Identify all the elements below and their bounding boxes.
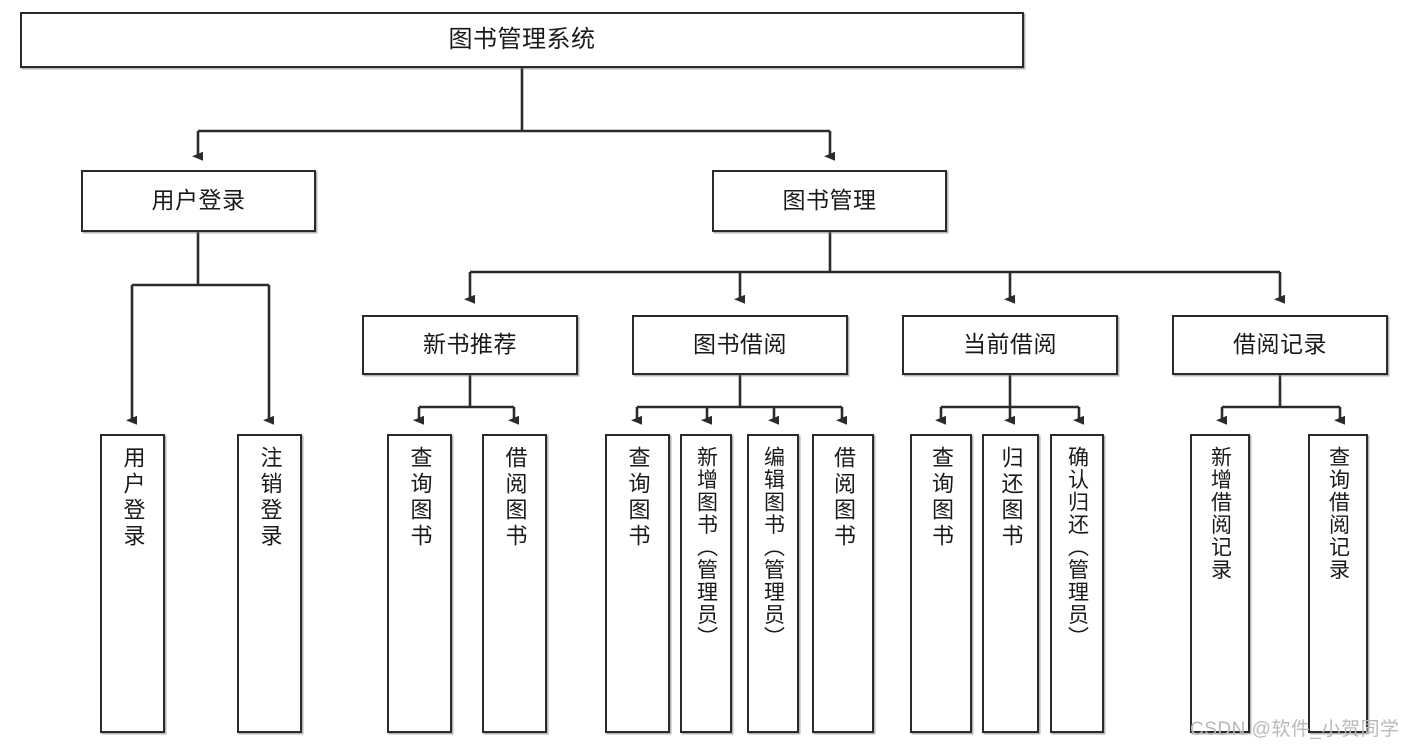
leaf-add-borrow-record[interactable]: 新增借阅记录	[1190, 434, 1250, 733]
node-label: 图书管理	[782, 187, 877, 214]
node-label: 图书借阅	[693, 331, 787, 358]
node-label: 用户登录	[120, 446, 146, 550]
node-book-management[interactable]: 图书管理	[712, 170, 947, 232]
node-label: 新书推荐	[423, 331, 517, 358]
leaf-logout[interactable]: 注销登录	[237, 434, 302, 733]
node-borrow-record[interactable]: 借阅记录	[1172, 315, 1388, 375]
node-label: 确认归还（管理员）	[1065, 446, 1089, 649]
node-label: 归还图书	[998, 446, 1024, 550]
leaf-user-login[interactable]: 用户登录	[100, 434, 165, 733]
node-label: 查询借阅记录	[1326, 446, 1350, 581]
node-label: 查询图书	[407, 446, 433, 550]
node-label: 借阅记录	[1233, 331, 1327, 358]
node-label: 编辑图书（管理员）	[761, 446, 785, 649]
node-new-book-recommend[interactable]: 新书推荐	[362, 315, 578, 375]
leaf-edit-book-admin[interactable]: 编辑图书（管理员）	[747, 434, 799, 733]
node-label: 注销登录	[257, 446, 283, 550]
node-root-system[interactable]: 图书管理系统	[20, 12, 1024, 68]
node-label: 借阅图书	[831, 446, 856, 550]
node-current-borrow[interactable]: 当前借阅	[902, 315, 1118, 375]
leaf-query-book-recommend[interactable]: 查询图书	[387, 434, 452, 733]
leaf-query-borrow-record[interactable]: 查询借阅记录	[1308, 434, 1368, 733]
node-user-login[interactable]: 用户登录	[81, 170, 316, 232]
leaf-query-book-borrow[interactable]: 查询图书	[605, 434, 670, 733]
node-label: 图书管理系统	[448, 25, 596, 53]
node-label: 借阅图书	[502, 446, 528, 550]
leaf-query-book-current[interactable]: 查询图书	[910, 434, 972, 733]
node-label: 用户登录	[151, 187, 246, 214]
node-book-borrow[interactable]: 图书借阅	[632, 315, 848, 375]
leaf-add-book-admin[interactable]: 新增图书（管理员）	[680, 434, 732, 733]
leaf-borrow-book[interactable]: 借阅图书	[812, 434, 874, 733]
node-label: 当前借阅	[963, 331, 1057, 358]
node-label: 查询图书	[929, 446, 954, 550]
node-label: 新增图书（管理员）	[694, 446, 718, 649]
csdn-watermark: CSDN @软件_小贺同学	[1190, 719, 1400, 740]
node-label: 新增借阅记录	[1208, 446, 1232, 581]
leaf-borrow-book-recommend[interactable]: 借阅图书	[482, 434, 547, 733]
node-label: 查询图书	[625, 446, 651, 550]
leaf-confirm-return-admin[interactable]: 确认归还（管理员）	[1050, 434, 1104, 733]
leaf-return-book[interactable]: 归还图书	[982, 434, 1039, 733]
